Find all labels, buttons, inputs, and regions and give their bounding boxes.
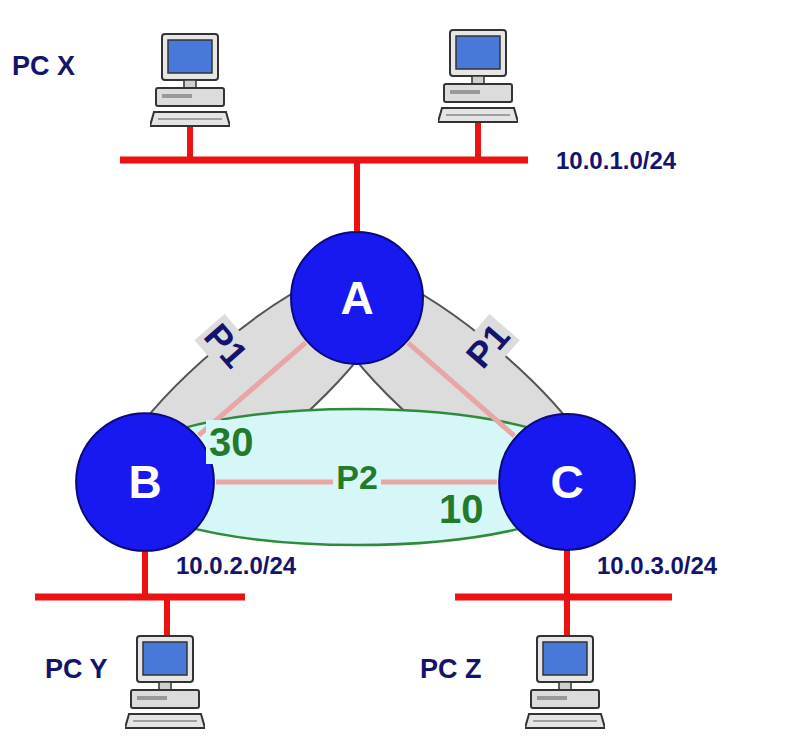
pc-name: PC Z — [420, 655, 482, 685]
lan-wire — [564, 597, 570, 640]
pc-name: PC Z — [420, 655, 482, 685]
subnet-label: 10.0.1.0/24 — [556, 148, 676, 174]
lan-wire — [187, 122, 193, 160]
router-name: A — [340, 275, 373, 321]
lan-wire — [164, 597, 170, 640]
link-label-box: P2 — [333, 459, 381, 496]
lan-wire — [475, 118, 481, 160]
link-cost: 10 — [436, 487, 487, 531]
subnet-label: 10.0.2.0/24 — [176, 553, 296, 579]
link-cost: 10 — [436, 487, 487, 531]
subnet-label: 10.0.1.0/24 — [556, 148, 676, 174]
link-label: P2 — [333, 459, 381, 496]
router-node: A — [289, 230, 425, 366]
pc-icon — [125, 636, 205, 728]
router-node: B — [74, 411, 216, 553]
pc-name: PC X — [12, 52, 75, 82]
pc-name: PC Y — [45, 655, 108, 685]
router-circle-shape — [499, 414, 635, 550]
subnet-label: 10.0.2.0/24 — [176, 553, 296, 579]
lan-segment — [455, 594, 672, 601]
router-circle-shape — [76, 413, 214, 551]
router-name: B — [128, 459, 161, 505]
pc-icon — [525, 636, 605, 728]
router-circle-shape — [291, 232, 423, 364]
lan-wire — [354, 160, 360, 240]
pc-icon — [438, 30, 518, 122]
subnet-label: 10.0.3.0/24 — [597, 553, 717, 579]
lan-segment — [35, 594, 245, 601]
link-cost: 30 — [206, 420, 257, 464]
subnet-label: 10.0.3.0/24 — [597, 553, 717, 579]
pc-icon — [150, 34, 230, 126]
lan-segment — [120, 157, 528, 164]
router-name: C — [550, 459, 583, 505]
router-node: C — [497, 412, 637, 552]
pc-name: PC Y — [45, 655, 108, 685]
pc-name: PC X — [12, 52, 75, 82]
link-cost: 30 — [206, 420, 257, 464]
